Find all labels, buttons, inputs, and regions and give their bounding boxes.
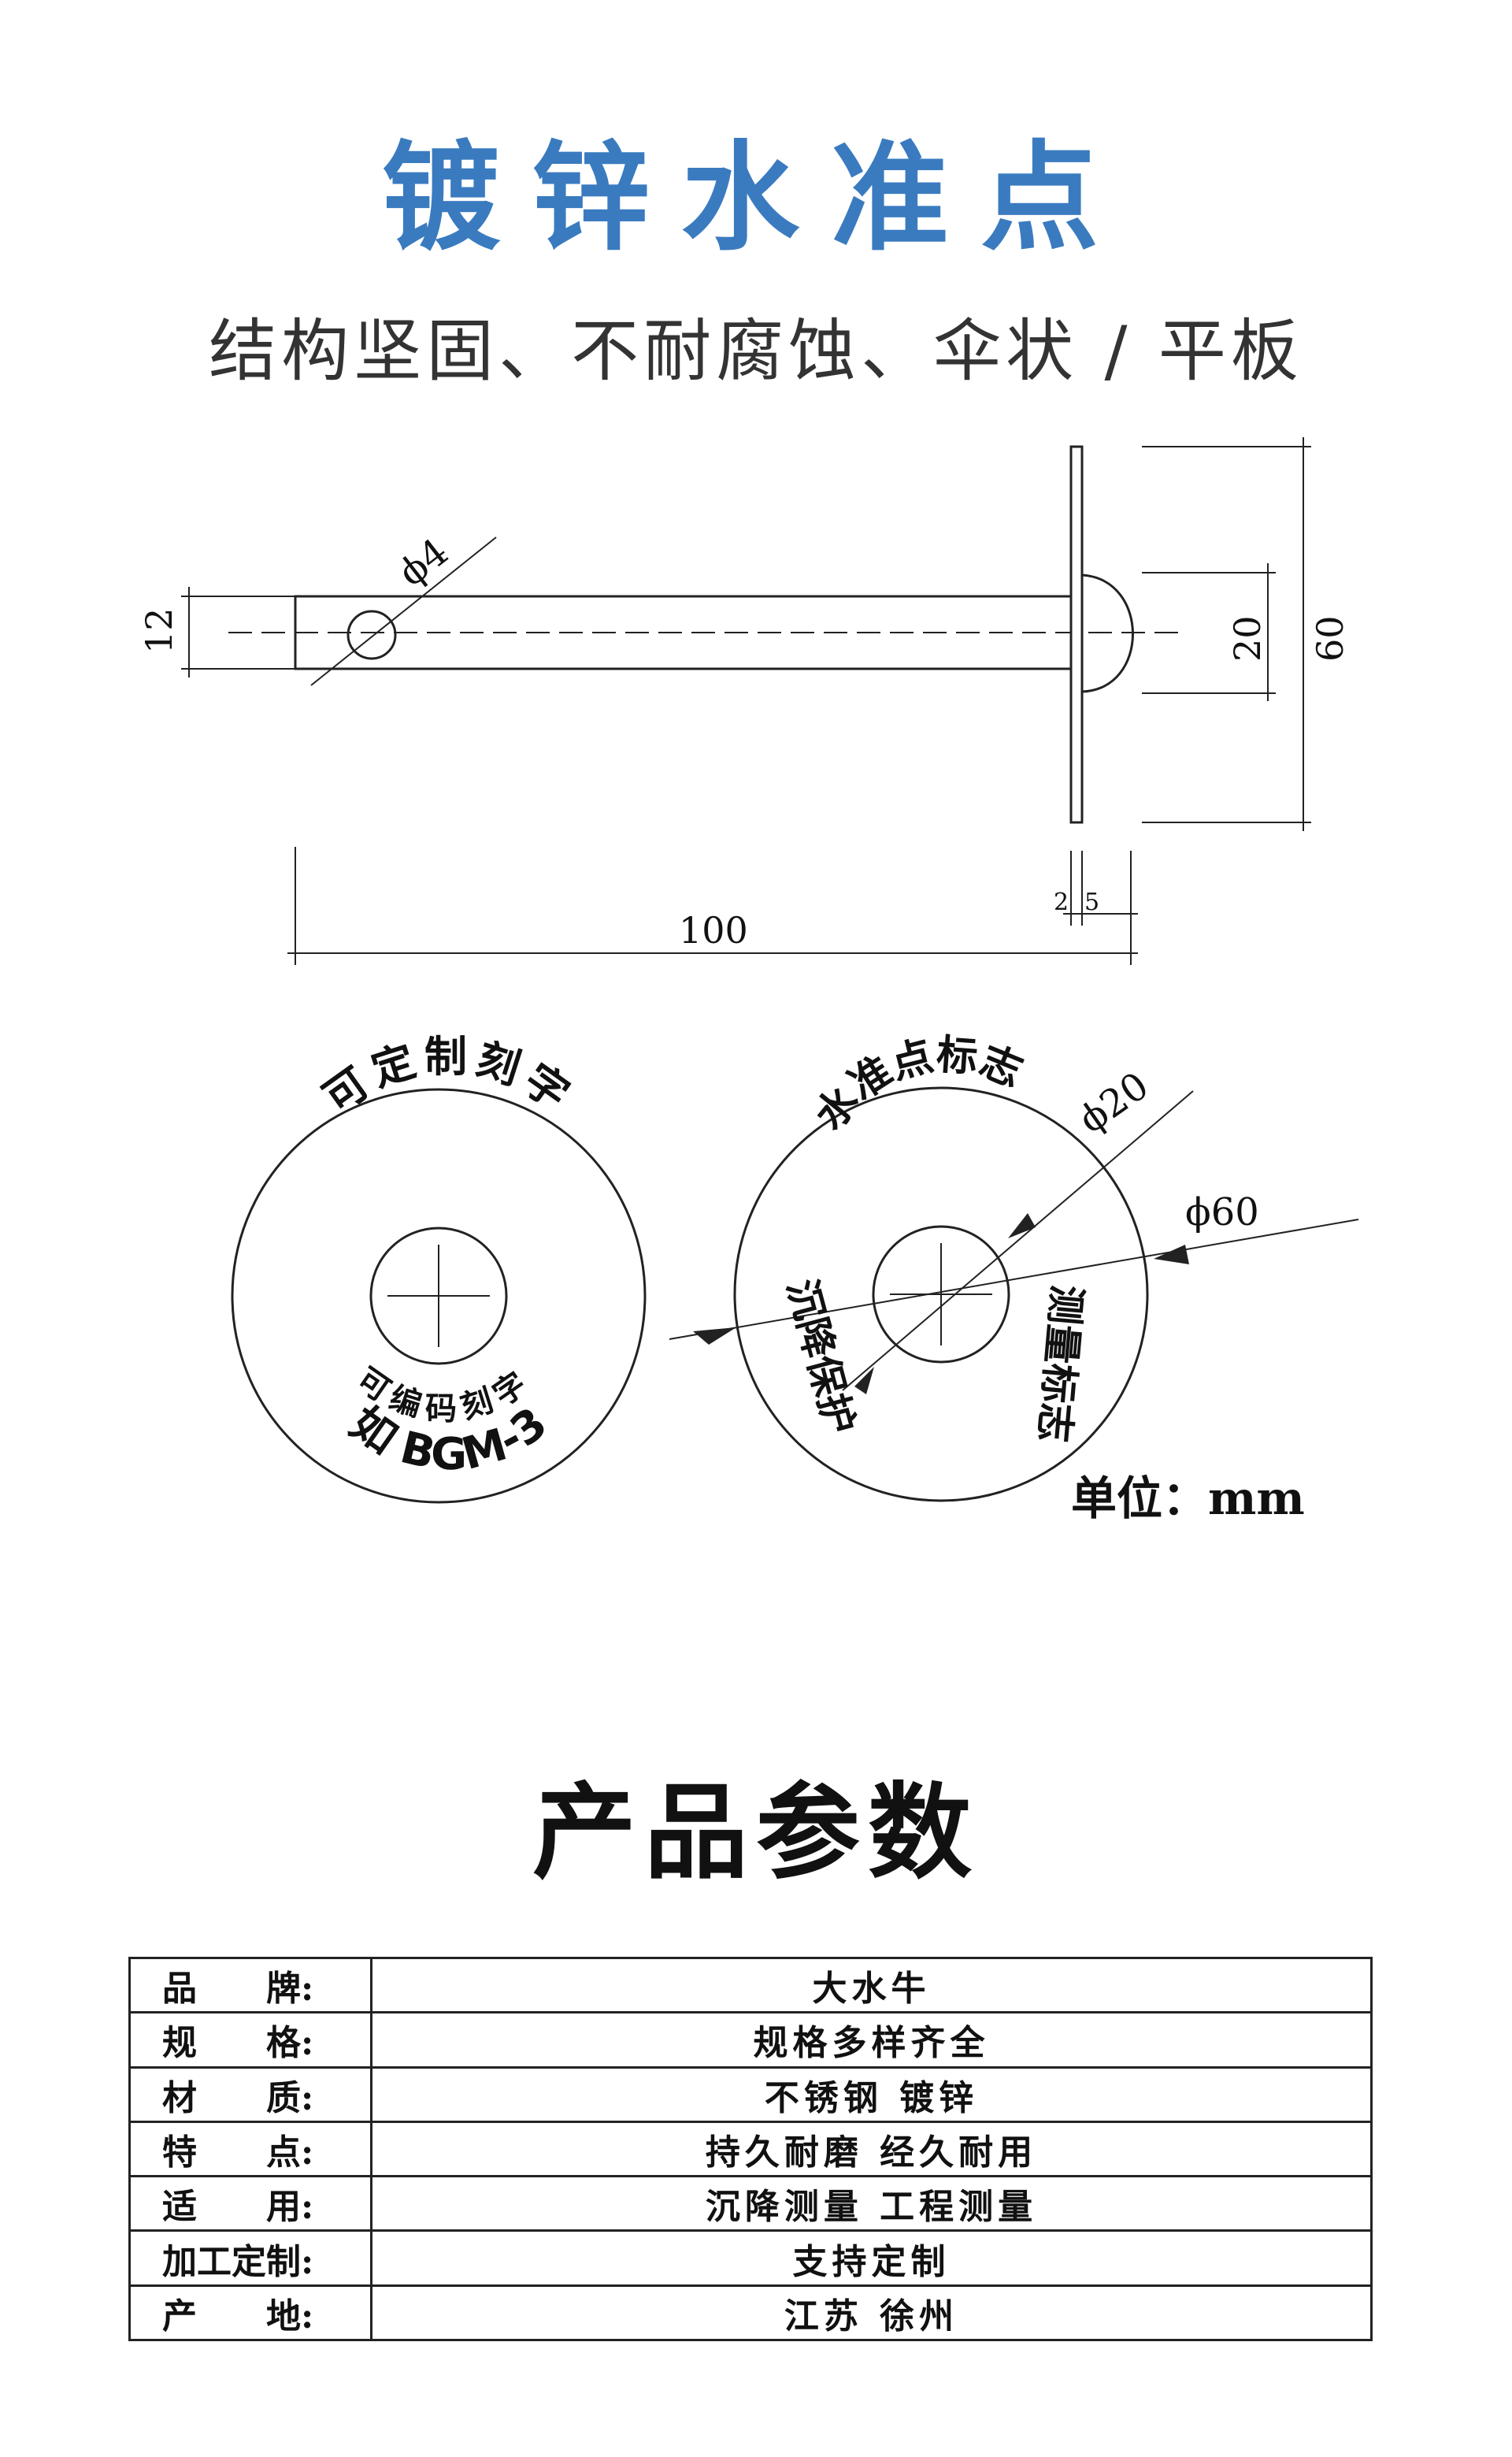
dim-length-label: 100 (679, 909, 748, 952)
table-row: 规 格: 规格多样齐全 (128, 2011, 1373, 2069)
param-value-spec: 规格多样齐全 (370, 2011, 1373, 2069)
page-title: 镀锌水准点 (381, 130, 1130, 267)
dim-height-label: 12 (138, 607, 180, 654)
param-value-brand: 大水牛 (370, 1956, 1373, 2014)
side-view (228, 445, 1181, 824)
right-disc: 水准点标志 沉降保护 测量标志 ϕ20 ϕ60 (669, 1031, 1359, 1502)
table-row: 品 牌: 大水牛 (128, 1956, 1373, 2014)
dim-head-width-label: 5 (1084, 889, 1099, 916)
table-row: 加工定制: 支持定制 (128, 2229, 1373, 2287)
param-label-usage: 适 用: (128, 2175, 372, 2232)
technical-drawing: ϕ4 12 100 2 5 20 60 可定制刻字 可编码刻字 如 BGM-3 (138, 437, 1359, 1504)
plate-outline (1069, 445, 1084, 824)
dim-face-inner-label: ϕ20 (1071, 1063, 1157, 1142)
table-row: 适 用: 沉降测量 工程测量 (128, 2175, 1373, 2232)
dome-outline (1081, 573, 1134, 693)
param-value-material: 不锈钢 镀锌 (370, 2065, 1373, 2123)
dimension-lines (181, 437, 1311, 965)
unit-label: 单位：mm (1071, 1472, 1305, 1525)
param-value-custom: 支持定制 (370, 2229, 1373, 2287)
params-table: 品 牌: 大水牛 规 格: 规格多样齐全 材 质: 不锈钢 镀锌 特 点: 持久… (128, 1956, 1373, 2342)
dim-hole-label: ϕ4 (391, 530, 457, 596)
param-label-spec: 规 格: (128, 2011, 372, 2069)
table-row: 特 点: 持久耐磨 经久耐用 (128, 2120, 1373, 2178)
left-disc: 可定制刻字 可编码刻字 如 BGM-3 (231, 1032, 647, 1504)
hole-circle (346, 610, 397, 660)
param-label-material: 材 质: (128, 2065, 372, 2123)
dim-plate-thickness-label: 2 (1054, 889, 1069, 916)
param-label-feature: 特 点: (128, 2120, 372, 2178)
param-label-custom: 加工定制: (128, 2229, 372, 2287)
table-row: 产 地: 江苏 徐州 (128, 2284, 1373, 2342)
params-title: 产品参数 (532, 1772, 980, 1894)
dim-plate-label: 60 (1309, 615, 1351, 662)
param-label-origin: 产 地: (128, 2284, 372, 2342)
param-value-usage: 沉降测量 工程测量 (370, 2175, 1373, 2232)
param-value-feature: 持久耐磨 经久耐用 (370, 2120, 1373, 2178)
dim-face-outer-label: ϕ60 (1185, 1190, 1259, 1234)
param-value-origin: 江苏 徐州 (370, 2284, 1373, 2342)
table-row: 材 质: 不锈钢 镀锌 (128, 2065, 1373, 2123)
param-label-brand: 品 牌: (128, 1956, 372, 2014)
dim-dome-label: 20 (1226, 615, 1269, 662)
page-subtitle: 结构坚固、不耐腐蚀、伞状 / 平板 (209, 312, 1303, 391)
